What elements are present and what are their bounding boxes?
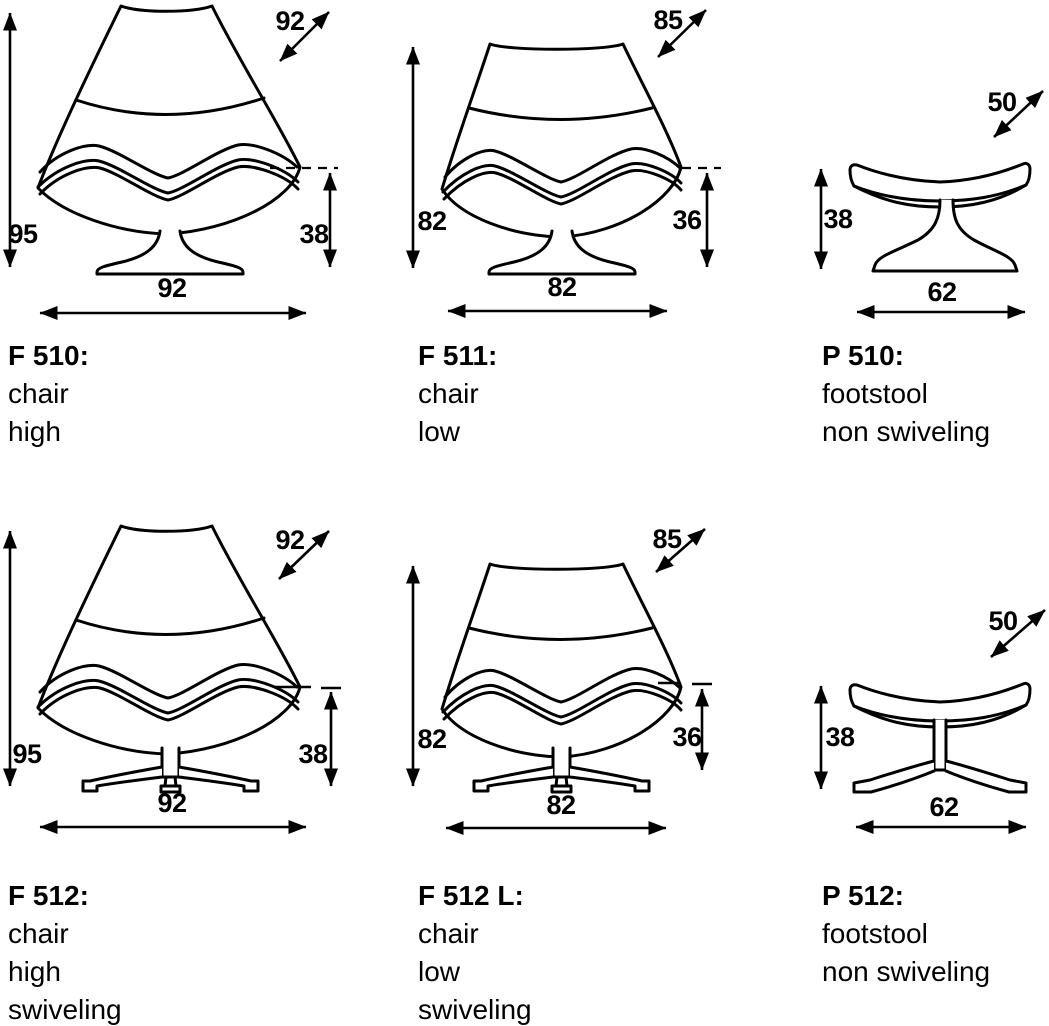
cross-base <box>472 746 651 794</box>
chair-low-body <box>440 562 683 759</box>
product-desc-line: low <box>418 416 461 447</box>
product-desc-line: non swiveling <box>822 956 991 987</box>
product-desc-line: swiveling <box>8 994 122 1025</box>
seat-height-value: 38 <box>298 739 328 769</box>
product-code: P 510: <box>822 340 904 371</box>
f510-drawing: 95 92 38 92 <box>3 4 338 320</box>
cross-base <box>81 746 260 794</box>
product-desc-line: footstool <box>822 918 928 949</box>
height-value: 95 <box>12 739 42 769</box>
width-value: 92 <box>157 273 186 303</box>
product-desc-line: chair <box>8 918 69 949</box>
height-value: 82 <box>417 206 446 236</box>
depth-value: 85 <box>652 524 682 554</box>
depth-value: 92 <box>275 525 304 555</box>
chair-high-body <box>36 524 302 756</box>
f512-drawing: 95 92 38 92 <box>3 524 341 834</box>
product-desc-line: footstool <box>822 378 928 409</box>
width-value: 92 <box>157 788 186 818</box>
product-code: F 512 L: <box>418 880 524 911</box>
height-value: 95 <box>8 219 38 249</box>
trumpet-base <box>871 198 1019 273</box>
product-desc-line: chair <box>418 918 479 949</box>
product-code: P 512: <box>822 880 904 911</box>
seat-height-value: 36 <box>672 205 702 235</box>
width-value: 62 <box>927 277 956 307</box>
product-desc-line: high <box>8 956 61 987</box>
product-code: F 512: <box>8 880 89 911</box>
depth-value: 50 <box>987 87 1016 117</box>
height-value: 82 <box>417 724 446 754</box>
f511-drawing: 82 85 36 82 <box>406 5 721 318</box>
depth-value: 50 <box>988 606 1017 636</box>
depth-dimension-arrow <box>993 90 1044 138</box>
product-desc-line: chair <box>8 378 69 409</box>
p512-drawing: 38 50 62 <box>814 606 1046 834</box>
product-code: F 510: <box>8 340 89 371</box>
depth-dimension-arrow <box>655 528 706 573</box>
height-value: 38 <box>825 722 855 752</box>
product-desc-line: chair <box>418 378 479 409</box>
seat-height-value: 36 <box>672 722 702 752</box>
product-desc-line: swiveling <box>418 994 532 1025</box>
width-value: 82 <box>546 790 575 820</box>
depth-dimension-arrow <box>278 530 330 580</box>
cross-base <box>852 718 1028 794</box>
product-desc-line: low <box>418 956 461 987</box>
f512l-drawing: 82 85 36 82 <box>406 524 712 835</box>
width-value: 82 <box>547 272 576 302</box>
product-desc-line: non swiveling <box>822 416 991 447</box>
chair-high-body <box>36 4 302 236</box>
product-code: F 511: <box>418 340 498 371</box>
product-desc-line: high <box>8 416 61 447</box>
product-label-f512: F 512: chair high swiveling <box>8 877 122 1026</box>
depth-dimension-arrow <box>657 9 707 58</box>
p510-drawing: 38 50 62 <box>814 87 1044 319</box>
width-value: 62 <box>929 792 958 822</box>
product-label-p510: P 510: footstool non swiveling <box>822 337 990 451</box>
trumpet-base <box>487 229 637 276</box>
trumpet-base <box>95 229 245 276</box>
seat-height-value: 38 <box>299 219 329 249</box>
depth-dimension-arrow <box>279 11 330 62</box>
product-label-f510: F 510: chair high <box>8 337 89 451</box>
product-label-p512: P 512: footstool non swiveling <box>822 877 990 991</box>
depth-dimension-arrow <box>990 609 1046 658</box>
product-label-f512l: F 512 L: chair low swiveling <box>418 877 532 1026</box>
product-label-f511: F 511: chair low <box>418 337 497 451</box>
chair-low-body <box>440 42 683 239</box>
height-value: 38 <box>823 204 853 234</box>
depth-value: 92 <box>275 6 304 36</box>
depth-value: 85 <box>653 5 683 35</box>
